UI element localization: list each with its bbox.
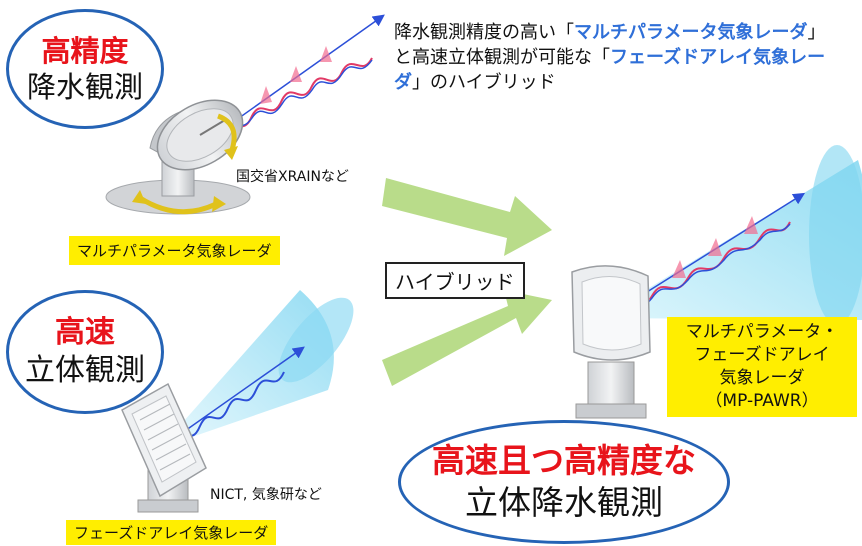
hybrid-label: ハイブリッド [385,262,525,299]
description-highlight-mp: マルチパラメータ気象レーダ [574,22,808,43]
description-part1: 降水観測精度の高い「 [394,22,574,43]
mp-radar-label: マルチパラメータ気象レーダ [69,236,280,265]
description-part2: 」と高速立体観測が可能な「 [394,22,826,68]
hybrid-description: 降水観測精度の高い「マルチパラメータ気象レーダ」と高速立体観測が可能な「フェーズ… [394,20,834,95]
mp-pawr-label-line1: マルチパラメータ・ [685,322,839,342]
pa-radar-label: フェーズドアレイ気象レーダ [66,520,277,545]
xrain-label: 国交省XRAINなど [236,169,349,185]
description-part3: 」のハイブリッド [412,72,556,93]
parabolic-dish-radar-icon [105,99,251,215]
signal-wave-icon [221,14,385,131]
high-speed-text: 高速 [55,315,115,350]
green-arrow-icon [382,178,552,386]
nict-label: NICT, 気象研など [210,487,322,503]
combined-subtitle-text: 立体降水観測 [465,483,663,522]
high-speed-oval: 高速 立体観測 [6,290,164,414]
mp-pawr-label-line3: 気象レーダ [719,368,805,388]
phased-array-radar-icon [121,382,207,513]
mp-pawr-label: マルチパラメータ・ フェーズドアレイ 気象レーダ （MP-PAWR） [667,317,857,417]
precipitation-observation-text: 降水観測 [26,70,143,104]
mp-pawr-label-line2: フェーズドアレイ [694,345,830,365]
combined-title-text: 高速且つ高精度な [432,441,696,480]
volumetric-observation-text: 立体観測 [25,353,145,388]
combined-observation-oval: 高速且つ高精度な 立体降水観測 [398,420,730,544]
mp-pawr-radar-icon [571,265,651,419]
description-highlight-pa: フェーズドアレイ気象レーダ [394,47,826,93]
high-precision-oval: 高精度 降水観測 [6,9,164,129]
high-precision-text: 高精度 [41,34,129,68]
mp-pawr-label-line4: （MP-PAWR） [705,391,819,411]
pa-beam [160,290,354,448]
